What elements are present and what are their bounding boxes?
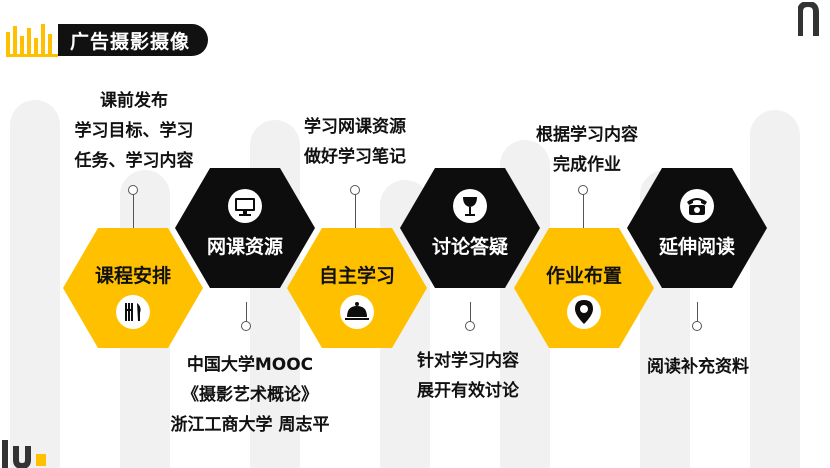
background-bar xyxy=(750,110,800,468)
monitor-icon xyxy=(228,189,262,223)
annotation-line: 根据学习内容 xyxy=(536,125,638,145)
utensils-icon xyxy=(116,295,150,329)
annotation-line: 学习目标、学习 xyxy=(74,121,194,141)
connector-line xyxy=(246,302,247,326)
annotation-line: 完成作业 xyxy=(553,155,621,175)
annotation-line: 阅读补充资料 xyxy=(647,357,749,377)
connector-dot xyxy=(465,321,475,331)
connector-dot xyxy=(241,321,251,331)
connector-line xyxy=(583,194,584,230)
annotation-self-study: 学习网课资源 做好学习笔记 xyxy=(280,112,430,172)
annotation-homework: 根据学习内容 完成作业 xyxy=(512,120,662,180)
connector-line xyxy=(697,302,698,326)
step-label: 延伸阅读 xyxy=(658,236,735,258)
step-label: 讨论答疑 xyxy=(431,236,508,258)
connector-line xyxy=(470,302,471,326)
step-label: 自主学习 xyxy=(318,265,395,287)
connector-dot xyxy=(578,185,588,195)
background-bar xyxy=(10,100,60,468)
title-banner: 广告摄影摄像 xyxy=(58,24,209,56)
annotation-schedule: 课前发布 学习目标、学习 任务、学习内容 xyxy=(50,86,218,176)
annotation-discussion: 针对学习内容 展开有效讨论 xyxy=(393,346,543,406)
annotation-line: 《摄影艺术概论》 xyxy=(182,385,318,405)
telephone-icon xyxy=(680,189,714,223)
food-cloche-icon xyxy=(340,295,374,329)
annotation-line: 中国大学MOOC xyxy=(186,355,314,375)
annotation-line: 展开有效讨论 xyxy=(417,381,519,401)
annotation-resources: 中国大学MOOC 《摄影艺术概论》 浙江工商大学 周志平 xyxy=(150,350,350,440)
connector-line xyxy=(133,194,134,230)
connector-dot xyxy=(128,185,138,195)
connector-line xyxy=(355,194,356,230)
bottom-logo-icon xyxy=(2,440,46,468)
annotation-line: 课前发布 xyxy=(100,91,168,111)
connector-dot xyxy=(350,185,360,195)
logo-bars-icon xyxy=(6,24,58,57)
step-self-study: 自主学习 xyxy=(287,228,427,348)
annotation-line: 学习网课资源 xyxy=(304,117,406,137)
corner-logo-icon xyxy=(798,2,819,36)
page-title: 广告摄影摄像 xyxy=(70,30,191,53)
annotation-line: 任务、学习内容 xyxy=(74,151,194,171)
step-label: 作业布置 xyxy=(545,265,622,287)
connector-dot xyxy=(692,321,702,331)
step-course-schedule: 课程安排 xyxy=(63,228,203,348)
step-label: 网课资源 xyxy=(206,236,283,258)
annotation-reading: 阅读补充资料 xyxy=(628,352,768,382)
location-pin-icon xyxy=(567,295,601,329)
annotation-line: 做好学习笔记 xyxy=(304,147,406,167)
wine-glass-icon xyxy=(453,189,487,223)
annotation-line: 针对学习内容 xyxy=(417,351,519,371)
step-label: 课程安排 xyxy=(94,265,171,287)
annotation-line: 浙江工商大学 周志平 xyxy=(170,415,330,435)
